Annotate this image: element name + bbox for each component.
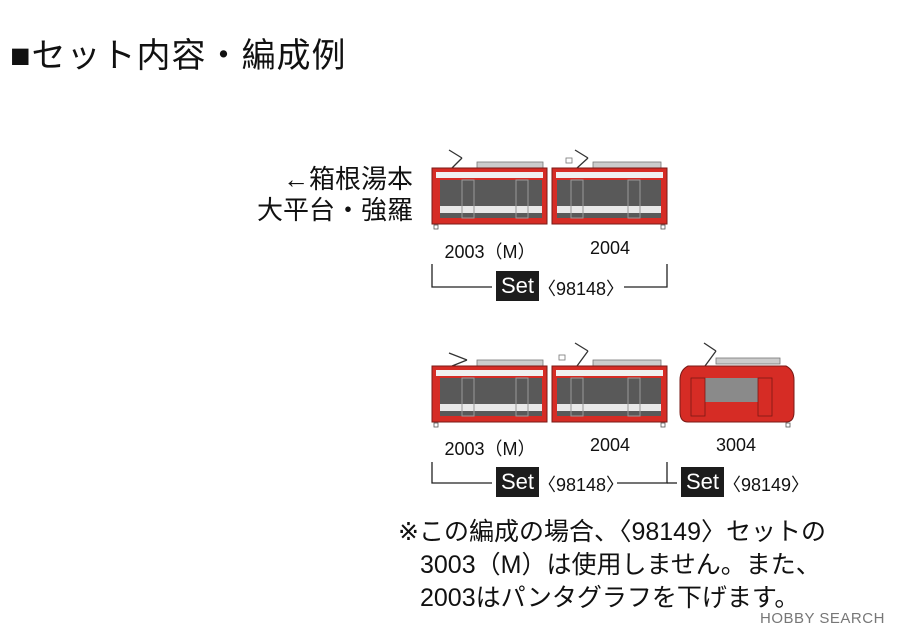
car-3004-icon xyxy=(679,342,795,428)
car-label-2004: 2004 xyxy=(589,435,631,455)
page-title: ■セット内容・編成例 xyxy=(10,37,347,75)
note: ※この編成の場合、〈98149〉セットの 3003（M）は使用しません。また、 … xyxy=(398,516,826,615)
car-2003-icon xyxy=(431,352,548,428)
car-label-3004: 3004 xyxy=(715,435,757,455)
destination-label: ←箱根湯本 大平台・強羅 xyxy=(255,164,413,226)
set-number: 〈98149〉 xyxy=(723,475,810,495)
car-label-2003: 2003（M） xyxy=(444,439,536,459)
destination-line-1: ←箱根湯本 xyxy=(282,164,413,194)
note-line-2: 3003（M）は使用しません。また、 xyxy=(420,551,821,579)
set-number: 〈98148〉 xyxy=(538,279,625,299)
set-bracket xyxy=(431,264,668,288)
car-2003-icon xyxy=(431,149,548,230)
car-label-2003: 2003（M） xyxy=(444,242,536,262)
note-line-3: 2003はパンタグラフを下げます。 xyxy=(420,584,800,612)
watermark: HOBBY SEARCH xyxy=(760,610,885,627)
car-2004-icon xyxy=(551,149,668,230)
set-badge: Set xyxy=(496,271,540,301)
set-bracket xyxy=(431,462,677,484)
car-2004-icon xyxy=(551,342,668,428)
car-label-2004: 2004 xyxy=(589,238,631,258)
note-line-1: ※この編成の場合、〈98149〉セットの xyxy=(398,518,826,546)
set-badge: Set xyxy=(681,467,725,497)
destination-line-2: 大平台・強羅 xyxy=(256,195,413,225)
set-badge: Set xyxy=(496,467,540,497)
set-number: 〈98148〉 xyxy=(538,475,625,495)
